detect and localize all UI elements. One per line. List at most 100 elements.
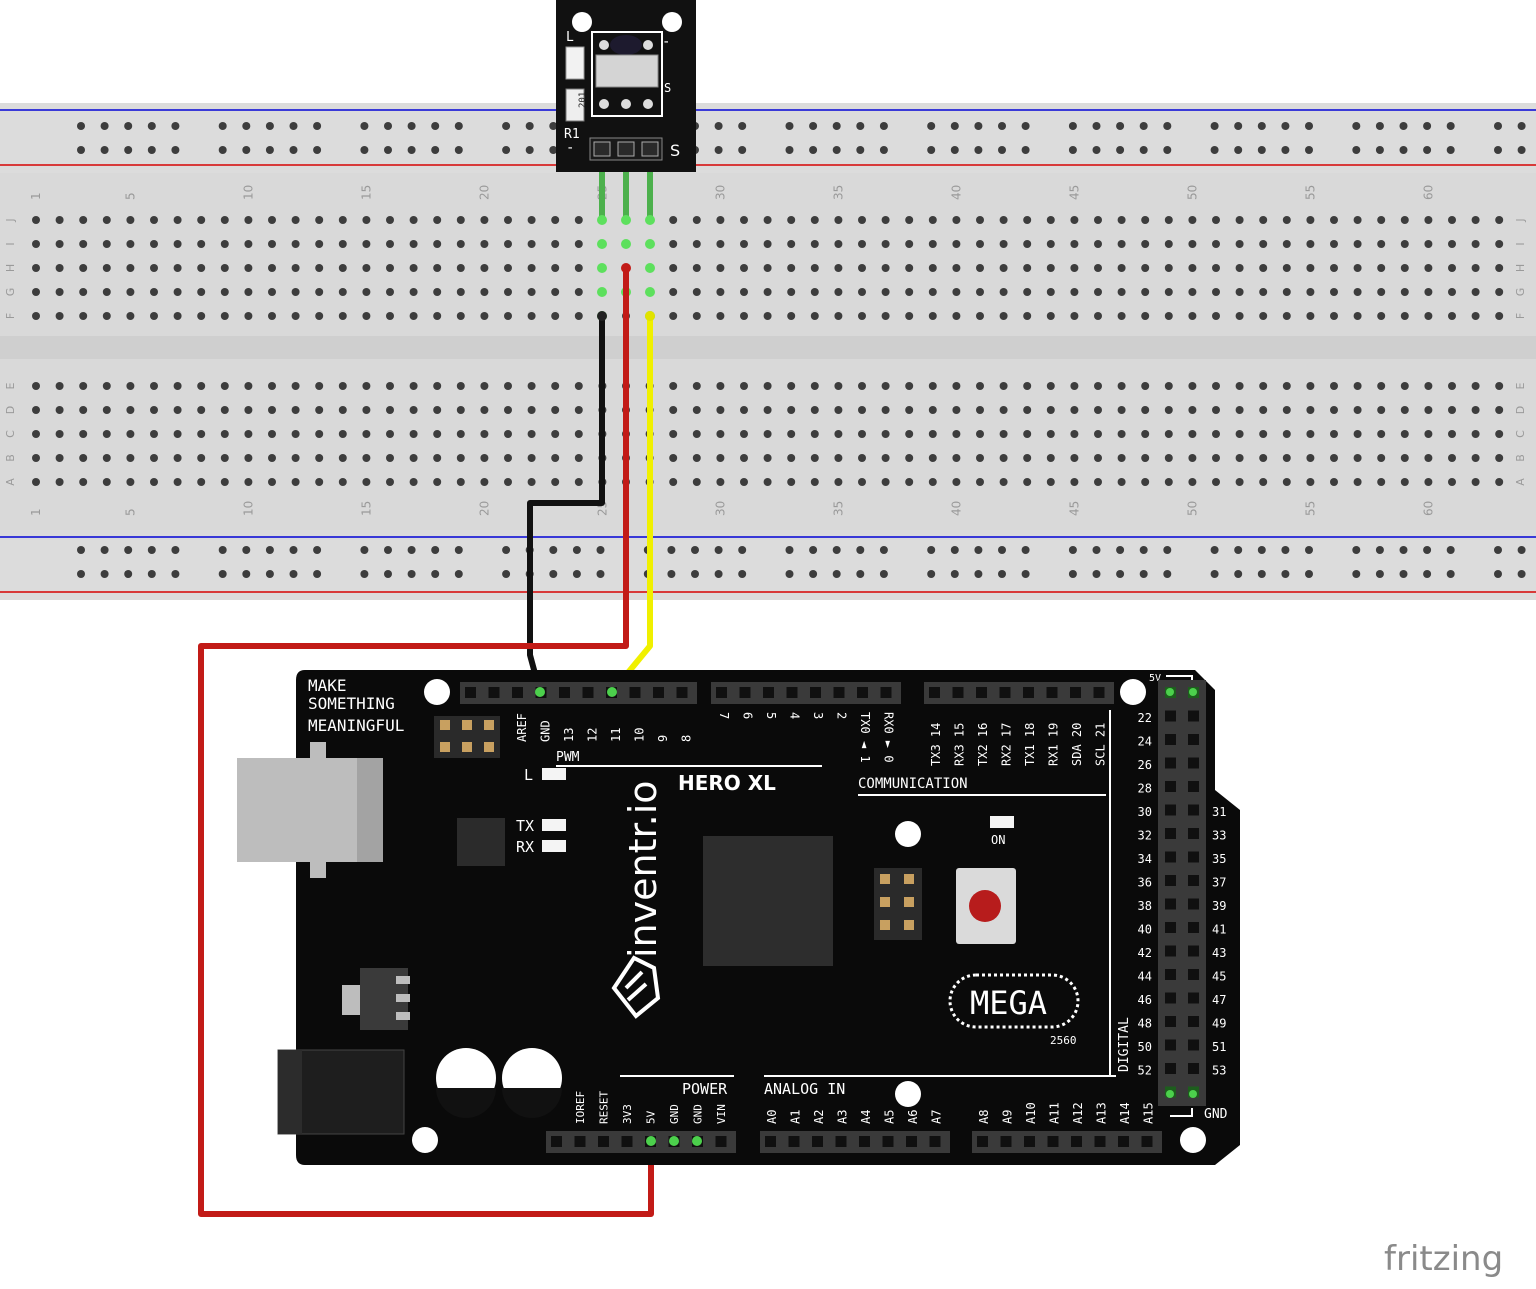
header-pin[interactable]	[810, 687, 821, 698]
header-pin[interactable]	[859, 1136, 870, 1147]
pin-label: 42	[1138, 946, 1152, 960]
pin-label: A0	[765, 1110, 779, 1124]
header-pin[interactable]	[1188, 828, 1199, 839]
header-pin[interactable]	[812, 1136, 823, 1147]
pin-label: 2	[835, 712, 849, 719]
header-pin[interactable]	[1165, 1039, 1176, 1051]
header-pin[interactable]	[880, 687, 892, 698]
header-pin[interactable]	[1165, 851, 1176, 863]
header-pin[interactable]	[559, 687, 570, 698]
header-pin[interactable]	[488, 687, 500, 698]
header-pin[interactable]	[1165, 1016, 1176, 1027]
header-pin[interactable]	[1188, 1039, 1199, 1051]
header-pin[interactable]	[739, 687, 751, 698]
header-pin[interactable]	[1165, 757, 1176, 769]
header-pin[interactable]	[1188, 898, 1199, 910]
slogan-line-1: MAKE	[308, 676, 347, 695]
column-label: 5	[123, 508, 137, 516]
header-pin[interactable]	[1165, 828, 1176, 839]
header-pin[interactable]	[1188, 922, 1199, 933]
header-pin[interactable]	[621, 1136, 633, 1147]
header-pin[interactable]	[551, 1136, 562, 1147]
header-pin[interactable]	[1023, 687, 1034, 698]
header-pin[interactable]	[1165, 992, 1176, 1004]
header-pin[interactable]	[999, 687, 1011, 698]
pin-label: TX0 ◄ 1	[858, 712, 872, 763]
header-pin[interactable]	[1165, 898, 1176, 910]
header-pin[interactable]	[574, 1136, 586, 1147]
header-pin[interactable]	[882, 1136, 894, 1147]
header-pin[interactable]	[833, 687, 845, 698]
header-pin[interactable]	[465, 687, 476, 698]
header-pin[interactable]	[1070, 687, 1081, 698]
header-pin[interactable]	[1071, 1136, 1082, 1147]
header-pin[interactable]	[1188, 875, 1199, 886]
header-pin[interactable]	[929, 687, 940, 698]
header-pin[interactable]	[1118, 1136, 1129, 1147]
header-pin[interactable]	[1141, 1136, 1153, 1147]
pin-label: 5	[764, 712, 778, 719]
header-pin[interactable]	[1165, 875, 1176, 886]
header-pin[interactable]	[1165, 804, 1176, 816]
brand-text: inventr.io	[621, 780, 665, 958]
row-label: E	[4, 382, 17, 389]
header-pin[interactable]	[835, 1136, 847, 1147]
header-pin[interactable]	[1165, 1063, 1176, 1074]
header-pin[interactable]	[977, 1136, 988, 1147]
pin-label: 7	[717, 712, 731, 719]
header-pin[interactable]	[716, 687, 727, 698]
header-pin[interactable]	[976, 687, 987, 698]
led-rx-label: RX	[516, 838, 534, 856]
ir-sensor-body	[595, 54, 659, 88]
header-pin[interactable]	[1047, 1136, 1059, 1147]
header-pin[interactable]	[598, 1136, 609, 1147]
header-pin[interactable]	[1094, 1136, 1106, 1147]
column-label: 55	[1303, 501, 1317, 516]
header-pin[interactable]	[788, 1136, 800, 1147]
header-pin[interactable]	[1188, 851, 1199, 863]
header-pin[interactable]	[676, 687, 688, 698]
pin-label: 41	[1212, 923, 1226, 937]
header-pin[interactable]	[929, 1136, 941, 1147]
capacitor-1	[436, 1048, 496, 1118]
header-pin[interactable]	[1165, 734, 1176, 745]
header-pin[interactable]	[1188, 734, 1199, 745]
reset-button-cap[interactable]	[969, 890, 1001, 922]
header-pin[interactable]	[857, 687, 868, 698]
header-pin[interactable]	[512, 687, 523, 698]
header-pin[interactable]	[653, 687, 664, 698]
header-pin[interactable]	[765, 1136, 776, 1147]
header-pin[interactable]	[629, 687, 641, 698]
header-pin[interactable]	[715, 1136, 727, 1147]
header-pin[interactable]	[582, 687, 594, 698]
header-pin[interactable]	[1165, 945, 1176, 957]
header-pin[interactable]	[906, 1136, 917, 1147]
header-pin[interactable]	[1188, 969, 1199, 980]
header-pin[interactable]	[1188, 710, 1199, 722]
header-pin[interactable]	[1000, 1136, 1012, 1147]
header-pin[interactable]	[1188, 781, 1199, 792]
pin-label: 46	[1138, 993, 1152, 1007]
header-pin[interactable]	[763, 687, 774, 698]
header-pin[interactable]	[952, 687, 964, 698]
header-pin[interactable]	[1046, 687, 1058, 698]
header-pin[interactable]	[1188, 1063, 1199, 1074]
header-pin[interactable]	[1093, 687, 1105, 698]
connected-pin	[607, 687, 617, 697]
header-pin[interactable]	[1188, 945, 1199, 957]
header-pin[interactable]	[1165, 922, 1176, 933]
header-pin[interactable]	[1188, 757, 1199, 769]
header-pin[interactable]	[1188, 992, 1199, 1004]
pin-label: 11	[609, 728, 623, 742]
header-pin[interactable]	[1165, 710, 1176, 722]
board-headers	[460, 680, 1206, 1153]
header-pin[interactable]	[1024, 1136, 1035, 1147]
pin-label: 12	[586, 728, 600, 742]
header-pin[interactable]	[786, 687, 798, 698]
header-pin[interactable]	[1165, 781, 1176, 792]
header-pin[interactable]	[1165, 969, 1176, 980]
header-pin[interactable]	[1188, 804, 1199, 816]
row-label: C	[4, 430, 17, 438]
header-pin[interactable]	[1188, 1016, 1199, 1027]
pin-label: 35	[1212, 852, 1226, 866]
